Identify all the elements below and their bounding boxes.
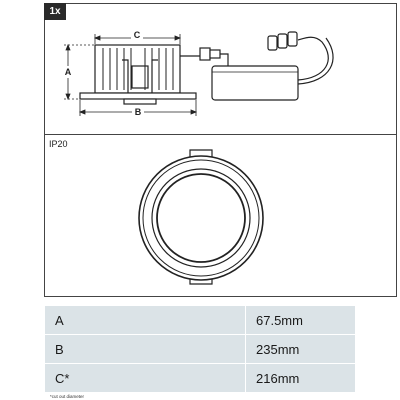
clip-slot bbox=[131, 65, 149, 89]
side-view bbox=[79, 31, 334, 105]
dimension-b: B bbox=[78, 100, 198, 118]
front-view bbox=[138, 149, 264, 285]
connector-left bbox=[199, 47, 211, 61]
product-drawing: C A B bbox=[61, 29, 334, 285]
spec-value: 235mm bbox=[245, 334, 356, 364]
lens-ring bbox=[151, 168, 251, 268]
diagram-frame bbox=[44, 3, 397, 297]
connector-right bbox=[209, 49, 221, 59]
spec-key: B bbox=[44, 334, 246, 364]
spec-value: 216mm bbox=[245, 363, 356, 393]
driver-box bbox=[211, 65, 299, 101]
trim-flange bbox=[79, 92, 197, 100]
quantity-badge: 1x bbox=[44, 3, 66, 20]
section-divider bbox=[44, 134, 397, 135]
output-cable bbox=[297, 36, 329, 81]
heatsink-fins bbox=[102, 48, 174, 90]
spec-table: A 67.5mm B 235mm C* 216mm bbox=[44, 305, 356, 393]
ip-rating-label: IP20 bbox=[49, 139, 68, 149]
spec-key: C* bbox=[44, 363, 246, 393]
footnote: *cut out diameter bbox=[50, 394, 85, 399]
heatsink-body bbox=[94, 44, 181, 94]
spec-key: A bbox=[44, 305, 246, 335]
dimension-b-label: B bbox=[135, 107, 142, 117]
lens-bottom bbox=[123, 98, 157, 105]
dimension-a-label: A bbox=[65, 67, 72, 77]
terminal-block bbox=[267, 31, 298, 51]
connector-cable-right bbox=[220, 53, 229, 66]
table-row: A 67.5mm bbox=[44, 305, 356, 335]
table-row: B 235mm bbox=[44, 334, 356, 364]
lens-inner-ring bbox=[156, 173, 246, 263]
table-row: C* 216mm bbox=[44, 363, 356, 393]
dimension-c-label: C bbox=[134, 30, 141, 40]
dimension-c: C bbox=[93, 29, 182, 44]
outer-ring-inner-edge bbox=[142, 159, 260, 277]
output-cable-2 bbox=[297, 37, 334, 85]
spec-value: 67.5mm bbox=[245, 305, 356, 335]
dimension-a: A bbox=[61, 43, 95, 101]
